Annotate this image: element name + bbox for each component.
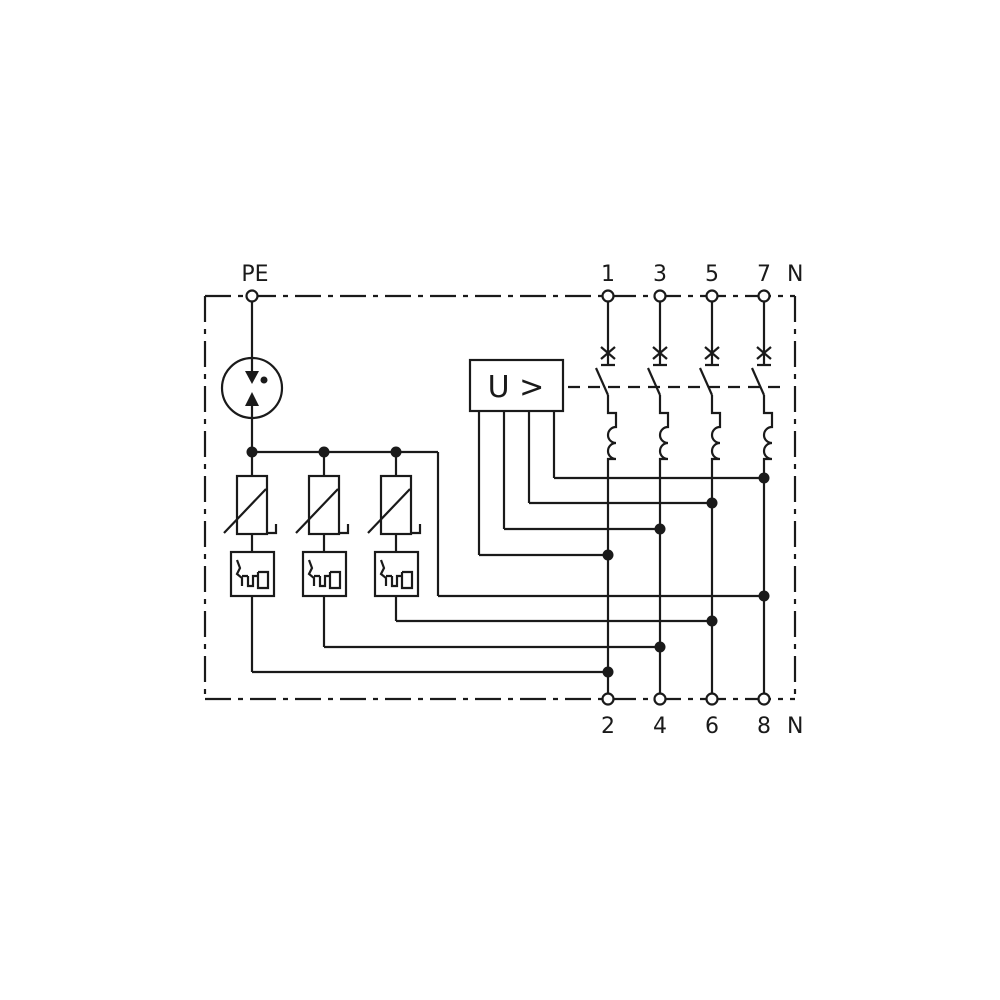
varistor-3 [367, 474, 422, 552]
terminal-label-5: 5 [705, 262, 719, 287]
enclosure-outline [203, 294, 797, 701]
terminal-label-2: 2 [601, 714, 615, 739]
disconnector-wiring [250, 596, 712, 674]
pe-wiring [250, 296, 764, 598]
undervoltage-release: U > [468, 358, 764, 557]
terminal-label-4: 4 [653, 714, 667, 739]
pole-1 [594, 296, 618, 699]
terminal-label-7: 7 [757, 262, 771, 287]
terminal-label-8: 8 [757, 714, 771, 739]
terminal-label-6: 6 [705, 714, 719, 739]
terminal-label-3: 3 [653, 262, 667, 287]
varistor-1 [223, 474, 278, 552]
terminal-label-pe: PE [241, 262, 268, 287]
undervoltage-release-label: U > [488, 370, 545, 405]
terminal-label-n-bottom: N [787, 714, 803, 739]
pole-3 [698, 296, 722, 699]
spark-gap-symbol [220, 356, 284, 420]
pole-2 [646, 296, 670, 699]
terminal-label-1: 1 [601, 262, 615, 287]
pole-4 [750, 296, 774, 699]
varistor-2 [295, 474, 350, 552]
thermal-disconnector-3 [373, 550, 420, 598]
thermal-disconnector-1 [229, 550, 276, 598]
junction-dots [246, 446, 770, 678]
thermal-disconnector-2 [301, 550, 348, 598]
terminal-label-n-top: N [787, 262, 803, 287]
terminal-points [245, 289, 771, 706]
